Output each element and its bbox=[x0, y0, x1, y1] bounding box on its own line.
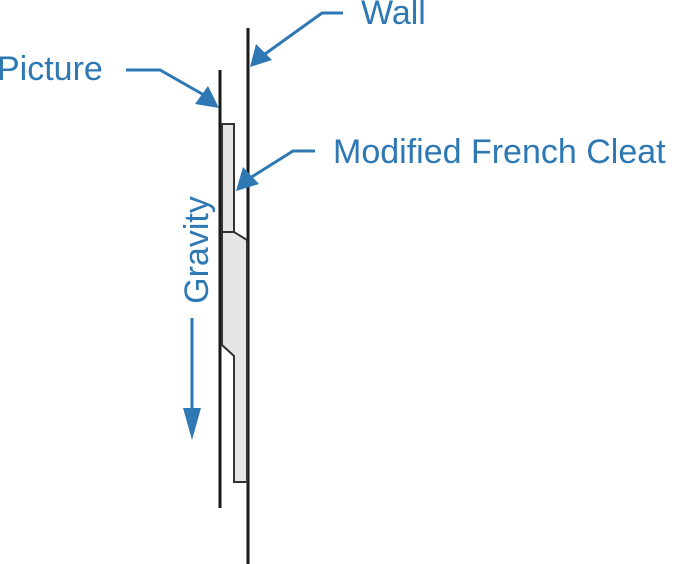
cleat-wall-side bbox=[221, 231, 248, 483]
cleat-label: Modified French Cleat bbox=[333, 133, 666, 171]
picture-arrowhead bbox=[195, 86, 219, 108]
wall-arrowhead bbox=[250, 44, 272, 67]
wall-leader bbox=[264, 11, 343, 56]
gravity-arrowhead bbox=[183, 408, 201, 440]
picture-leader bbox=[126, 68, 205, 97]
wall-label: Wall bbox=[361, 0, 426, 32]
gravity-label: Gravity bbox=[178, 196, 216, 304]
cleat-arrowhead bbox=[236, 167, 259, 191]
cleat-leader bbox=[249, 149, 315, 180]
picture-label: Picture bbox=[0, 50, 103, 88]
